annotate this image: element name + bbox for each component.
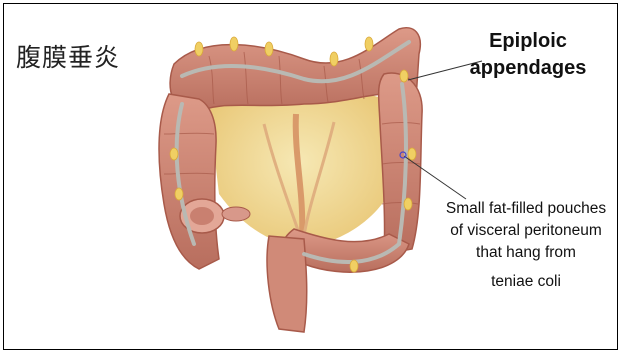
page-title: 腹膜垂炎 <box>16 38 120 74</box>
epiploic-appendage <box>170 148 178 160</box>
rectum <box>267 236 307 332</box>
description-label: Small fat-filled pouches of visceral per… <box>428 198 618 293</box>
epiploic-appendage <box>350 260 358 272</box>
epiploic-appendage <box>265 42 273 56</box>
label-line: Epiploic <box>453 28 603 55</box>
epiploic-appendage <box>330 52 338 66</box>
epiploic-appendage <box>230 37 238 51</box>
epiploic-appendage <box>400 70 408 82</box>
desc-line: Small fat-filled pouches <box>428 198 618 220</box>
slide: 腹膜垂炎 Epiploic appendages Small fat-fille… <box>3 3 618 350</box>
appendix <box>222 207 250 221</box>
desc-line: that hang from <box>428 242 618 264</box>
label-line: appendages <box>453 55 603 82</box>
desc-line: teniae coli <box>428 271 618 293</box>
epiploic-appendage <box>408 148 416 160</box>
epiploic-appendage <box>195 42 203 56</box>
epiploic-appendages-label: Epiploic appendages <box>453 28 603 82</box>
epiploic-appendage <box>365 37 373 51</box>
epiploic-appendage <box>404 198 412 210</box>
ascending-colon <box>159 94 219 269</box>
ileum-lumen <box>190 207 214 225</box>
epiploic-appendage <box>175 188 183 200</box>
desc-line: of visceral peritoneum <box>428 220 618 242</box>
